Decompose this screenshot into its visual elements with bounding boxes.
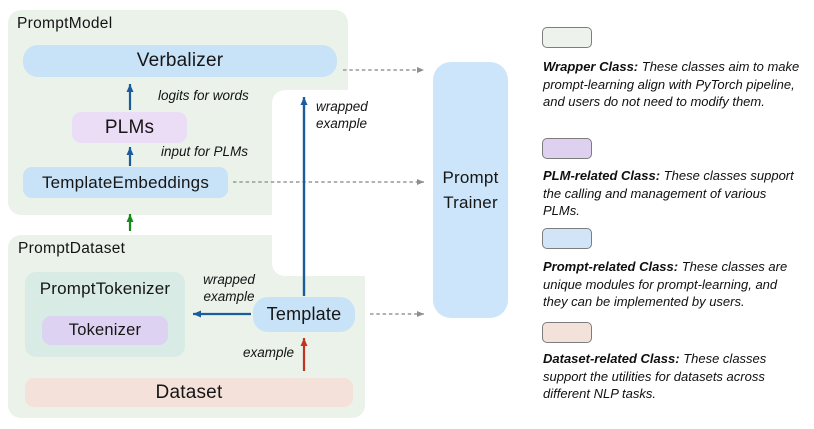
legend-text-prompt-class: Prompt-related Class: These classes are …: [543, 259, 788, 309]
template-embeddings-box: TemplateEmbeddings: [23, 167, 228, 198]
legend-item-wrapper-class: Wrapper Class: These classes aim to make…: [542, 27, 804, 111]
legend-text-wrapper-class: Wrapper Class: These classes aim to make…: [543, 59, 800, 109]
example-label: example: [243, 345, 295, 360]
legend-text-dataset-class: Dataset-related Class: These classes sup…: [543, 351, 767, 401]
legend-swatch-dataset-class: [542, 322, 592, 343]
verbalizer-box: Verbalizer: [23, 45, 337, 77]
dataset-box: Dataset: [25, 378, 353, 407]
prompt-tokenizer-label: PromptTokenizer: [39, 279, 171, 298]
prompt-trainer-box: Prompt Trainer: [433, 62, 508, 318]
container-notch: [272, 90, 432, 276]
plms-box: PLMs: [72, 112, 187, 143]
legend-swatch-wrapper-class: [542, 27, 592, 48]
legend-item-prompt-class: Prompt-related Class: These classes are …: [542, 228, 804, 311]
legend-item-plm-class: PLM-related Class: These classes support…: [542, 138, 804, 220]
template-box: Template: [253, 297, 355, 332]
tokenizer-box: Tokenizer: [42, 316, 168, 345]
input-for-plms-label: input for PLMs: [161, 144, 249, 159]
legend-item-dataset-class: Dataset-related Class: These classes sup…: [542, 322, 804, 403]
legend-swatch-plm-class: [542, 138, 592, 159]
legend-text-plm-class: PLM-related Class: These classes support…: [543, 168, 794, 218]
legend-swatch-prompt-class: [542, 228, 592, 249]
prompt-model-label: PromptModel: [17, 15, 113, 32]
prompt-trainer-label: Prompt Trainer: [442, 168, 499, 212]
prompt-dataset-label: PromptDataset: [18, 240, 126, 257]
logits-for-words-label: logits for words: [158, 88, 249, 103]
